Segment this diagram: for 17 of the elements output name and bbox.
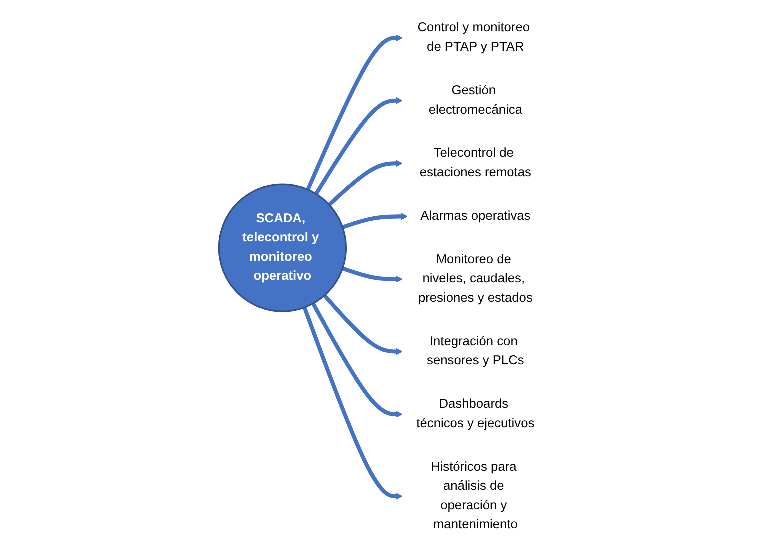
- arrow: [314, 97, 403, 196]
- node-text: Alarmas operativas: [420, 209, 531, 224]
- arrow: [312, 302, 403, 418]
- node-text: Dashboards técnicos y ejecutivos: [416, 398, 535, 431]
- arrow: [342, 266, 403, 283]
- node-text: Gestión electromecánica: [428, 84, 523, 117]
- node-text: Telecontrol de estaciones remotas: [420, 146, 532, 180]
- node-text: Históricos para análisis de operación y mantenimiento: [430, 460, 518, 532]
- node-text: Control y monitoreo de PTAP y PTAR: [418, 21, 530, 54]
- node-circle: SCADA, telecontrol y monitoreo operativo: [218, 184, 347, 312]
- arrow: [302, 306, 403, 500]
- node-text: Monitoreo de niveles, caudales, presiones y estados: [418, 252, 533, 306]
- arrow: [323, 294, 403, 356]
- arrow: [328, 160, 403, 206]
- arrow: [342, 213, 408, 230]
- node-text: Integración con sensores y PLCs: [427, 334, 524, 368]
- arrow: [306, 34, 403, 191]
